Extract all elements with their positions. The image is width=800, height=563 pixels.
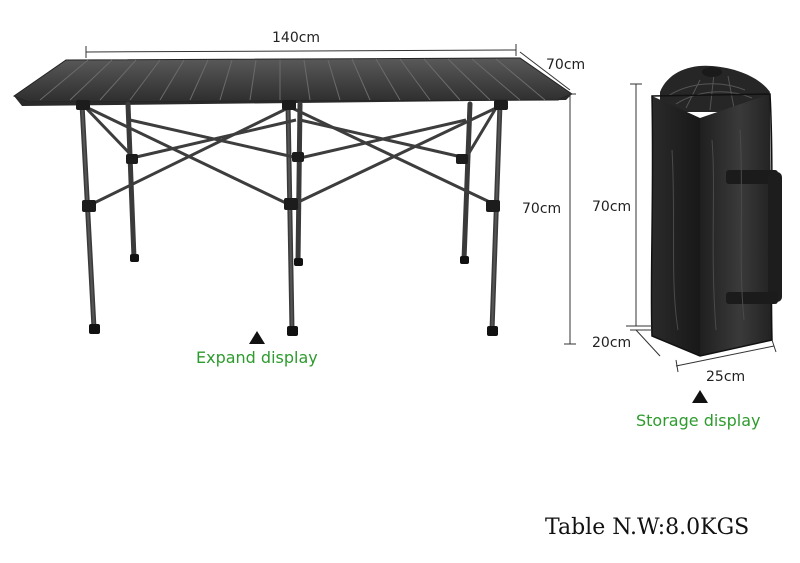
storage-display-caption: Storage display xyxy=(636,411,761,430)
bag-depth-label: 20cm xyxy=(592,335,632,351)
table-width-label: 70cm xyxy=(546,57,586,73)
storage-arrow-icon xyxy=(692,390,708,403)
bag-dimension-lines xyxy=(626,83,777,373)
table-weight-label: Table N.W:8.0KGS xyxy=(545,515,750,540)
folding-table-image xyxy=(12,57,574,336)
expand-display-caption: Expand display xyxy=(196,348,318,367)
storage-bag-image xyxy=(650,65,782,357)
bag-width-label: 25cm xyxy=(706,369,746,385)
table-height-label: 70cm xyxy=(522,201,562,217)
table-length-label: 140cm xyxy=(272,30,321,46)
bag-height-label: 70cm xyxy=(592,199,632,215)
table-dimension-lines xyxy=(85,44,576,345)
expand-arrow-icon xyxy=(249,331,265,344)
